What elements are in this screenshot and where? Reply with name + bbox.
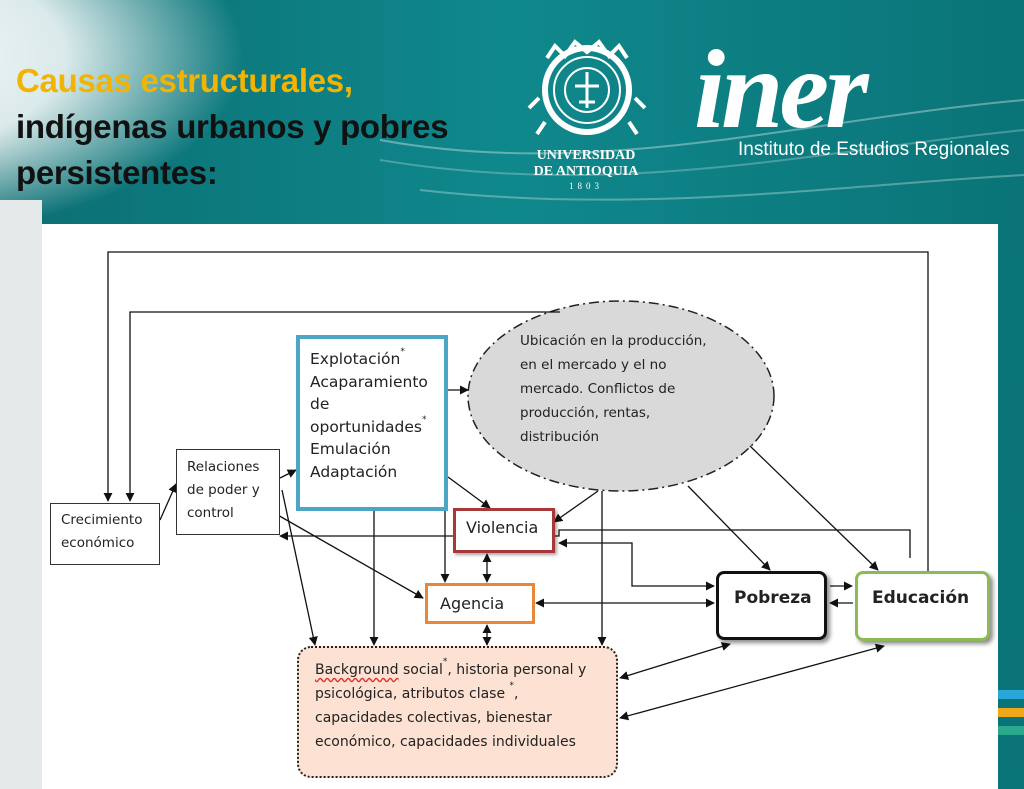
node-background-social: Background social*, historia personal y … — [297, 646, 618, 778]
arrow-relaciones-background — [281, 489, 318, 646]
ubicacion-line-1: Ubicación en la producción, — [520, 333, 707, 349]
decor-tick-blue — [998, 690, 1024, 699]
university-seal-icon — [527, 39, 647, 136]
node-agencia: Agencia — [425, 583, 535, 624]
ubicacion-line-3: mercado. Conflictos de — [520, 381, 676, 397]
relaciones-line-3: control — [187, 505, 234, 521]
ubicacion-line-5: distribución — [520, 429, 600, 445]
relaciones-line-1: Relaciones — [187, 459, 260, 475]
iner-subtitle: Instituto de Estudios Regionales — [738, 139, 1010, 160]
arrow-violencia-pobreza — [558, 538, 715, 591]
explotacion-line-1: Explotación* — [310, 347, 405, 369]
footnote-marker: * — [442, 657, 448, 667]
arrow-educacion-crecimiento — [103, 251, 929, 578]
crecimiento-line-2: económico — [61, 535, 135, 551]
crecimiento-line-1: Crecimiento — [61, 512, 143, 528]
arrow-background-educacion — [619, 643, 885, 721]
explotacion-line-4: oportunidades* — [310, 414, 427, 436]
relaciones-line-2: de poder y — [187, 482, 260, 498]
decor-tick-green — [998, 726, 1024, 735]
background-line-2: psicológica, atributos clase *, — [315, 681, 519, 703]
background-line-3: capacidades colectivas, bienestar — [315, 710, 552, 726]
title-line-3: persistentes: — [16, 154, 218, 191]
arrow-relaciones-agencia — [275, 513, 424, 599]
title-line-2: indígenas urbanos y pobres — [16, 108, 449, 145]
footnote-marker: * — [509, 681, 515, 691]
university-name: UNIVERSIDAD DE ANTIOQUIA — [522, 148, 650, 180]
slide-title: Causas estructurales, indígenas urbanos … — [16, 58, 516, 196]
footnote-marker: * — [400, 347, 405, 357]
arrow-ubicacion-crecimiento — [125, 311, 560, 502]
node-ubicacion-produccion: Ubicación en la producción, en el mercad… — [520, 329, 750, 449]
university-name-line-2: DE ANTIOQUIA — [533, 164, 639, 179]
explotacion-line-6: Adaptación — [310, 462, 398, 481]
ubicacion-line-2: en el mercado y el no — [520, 357, 667, 373]
arrow-explotacion-violencia — [447, 476, 491, 509]
university-name-line-1: UNIVERSIDAD — [536, 148, 636, 163]
arrow-ubicacion-pobreza — [687, 485, 771, 571]
university-year: 1803 — [569, 181, 603, 191]
footnote-marker: * — [422, 414, 427, 425]
arrow-ubicacion-violencia — [553, 490, 599, 523]
title-line-1: Causas estructurales, — [16, 62, 353, 99]
background-line-1: Background social*, historia personal y — [315, 657, 587, 679]
node-relaciones-poder: Relaciones de poder y control — [176, 449, 280, 535]
node-crecimiento-economico: Crecimiento económico — [50, 503, 160, 565]
node-violencia: Violencia — [453, 508, 555, 553]
node-pobreza: Pobreza — [716, 571, 827, 640]
iner-logo: iner — [694, 28, 869, 152]
explotacion-line-3: de — [310, 395, 330, 413]
node-educacion: Educación — [855, 571, 990, 641]
ubicacion-line-4: producción, rentas, — [520, 405, 651, 421]
background-line-4: económico, capacidades individuales — [315, 734, 576, 750]
explotacion-line-5: Emulación — [310, 440, 391, 458]
arrow-background-pobreza — [619, 642, 731, 680]
ubicacion-ellipse — [467, 300, 775, 492]
arrow-crecimiento-relaciones — [159, 483, 177, 521]
arrow-ubicacion-educacion — [749, 445, 879, 571]
decor-tick-yellow — [998, 708, 1024, 717]
explotacion-line-2: Acaparamiento — [310, 372, 428, 391]
node-explotacion: Explotación* Acaparamiento de oportunida… — [296, 335, 448, 511]
arrow-relaciones-explotacion — [279, 469, 297, 479]
